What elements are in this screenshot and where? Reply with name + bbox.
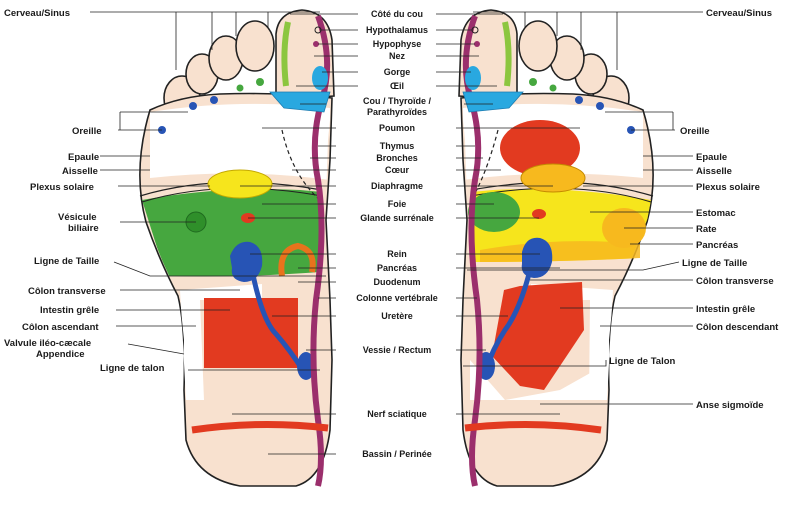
right-foot	[458, 9, 654, 487]
left-ear-dot	[189, 102, 197, 110]
label-thymus: Thymus	[380, 141, 415, 151]
label-diaphragme: Diaphragme	[371, 181, 423, 191]
left-duodenum	[278, 242, 316, 277]
label-hypothalamus: Hypothalamus	[366, 25, 428, 35]
label-plexus-right: Plexus solaire	[696, 182, 760, 193]
left-hypophyse	[313, 41, 319, 47]
left-eye-dot	[210, 96, 218, 104]
left-solar-plexus	[207, 169, 273, 199]
label-colon-transverse-left: Côlon transverse	[28, 286, 106, 297]
label-nerf-sciatique: Nerf sciatique	[367, 409, 427, 419]
left-sciatic-nerve	[191, 420, 329, 434]
label-biliaire: biliaire	[68, 223, 99, 234]
left-thyroid	[269, 91, 331, 113]
leader-lines	[90, 11, 703, 455]
left-zones	[142, 103, 330, 400]
label-ligne-taille-left: Ligne de Taille	[34, 256, 99, 267]
left-kidney	[230, 241, 263, 282]
right-toe-2	[518, 20, 558, 72]
label-pancreas-right: Pancréas	[696, 240, 738, 251]
label-aisselle-right: Aisselle	[696, 166, 732, 177]
label-cote-du-cou: Côté du cou	[371, 9, 423, 19]
right-hypophyse	[474, 41, 480, 47]
label-ligne-talon-right: Ligne de Talon	[609, 356, 676, 367]
label-colonne: Colonne vertébrale	[356, 293, 438, 303]
label-hypophyse: Hypophyse	[373, 39, 422, 49]
label-anse-sigmoide: Anse sigmoïde	[696, 400, 764, 411]
right-colon-white	[531, 284, 613, 400]
right-lung-red	[500, 120, 580, 176]
label-uretere: Uretère	[381, 311, 413, 321]
right-liver	[468, 192, 520, 232]
left-ureter	[249, 269, 307, 374]
right-sciatic-nerve	[464, 420, 602, 434]
label-vessie: Vessie / Rectum	[363, 345, 432, 355]
label-cou-thyroide-2: Parathyroïdes	[367, 107, 427, 117]
left-sinus-dot-1	[256, 78, 264, 86]
left-neck-side	[281, 21, 291, 87]
left-foot	[139, 9, 335, 487]
label-epaule-right: Epaule	[696, 152, 727, 163]
right-pancreas	[480, 241, 640, 262]
label-cou-thyroide-1: Cou / Thyroïde /	[363, 96, 432, 106]
label-bassin: Bassin / Perinée	[362, 449, 432, 459]
label-intestin-right: Intestin grêle	[696, 304, 755, 315]
label-gorge: Gorge	[384, 67, 411, 77]
right-sinus-dot-1	[529, 78, 537, 86]
labels-right: Cerveau/Sinus Oreille Epaule Aisselle Pl…	[609, 8, 779, 411]
label-pancreas-center: Pancréas	[377, 263, 417, 273]
label-valvule: Valvule iléo-cæcale	[4, 338, 91, 349]
label-vesicule: Vésicule	[58, 212, 97, 223]
label-rein: Rein	[387, 249, 407, 259]
left-heart-dashed	[281, 129, 323, 203]
right-sinus-dot-2	[549, 84, 557, 92]
label-ligne-taille-right: Ligne de Taille	[682, 258, 747, 269]
label-poumon: Poumon	[379, 123, 415, 133]
label-colon-ascendant: Côlon ascendant	[22, 322, 99, 333]
label-nez: Nez	[389, 51, 406, 61]
left-small-intestine-zone	[204, 298, 298, 368]
label-oreille-left: Oreille	[72, 126, 102, 137]
right-sigmoid-white	[470, 360, 592, 400]
labels-center: Côté du cou Hypothalamus Hypophyse Nez G…	[356, 9, 438, 459]
label-estomac: Estomac	[696, 208, 736, 219]
label-colon-descendant: Côlon descendant	[696, 322, 779, 333]
label-bronches: Bronches	[376, 153, 418, 163]
left-liver-zone	[142, 189, 322, 277]
left-toe-2	[235, 20, 275, 72]
label-oeil: Œil	[390, 81, 404, 91]
label-intestin-left: Intestin grêle	[40, 305, 99, 316]
label-coeur: Cœur	[385, 165, 409, 175]
label-appendice: Appendice	[36, 349, 85, 360]
right-adrenal	[532, 209, 546, 219]
label-epaule-left: Epaule	[68, 152, 99, 163]
label-glande-surrenale: Glande surrénale	[360, 213, 434, 223]
right-neck-side	[502, 21, 512, 87]
left-colon-white	[180, 284, 262, 400]
label-oreille-right: Oreille	[680, 126, 710, 137]
right-ear-dot	[596, 102, 604, 110]
label-plexus-left: Plexus solaire	[30, 182, 94, 193]
label-cerveau-sinus-right: Cerveau/Sinus	[706, 8, 772, 19]
right-thyroid	[462, 91, 524, 113]
label-ligne-talon-left: Ligne de talon	[100, 363, 165, 374]
label-cerveau-sinus-left: Cerveau/Sinus	[4, 8, 70, 19]
left-sinus-dot-2	[236, 84, 244, 92]
label-duodenum: Duodenum	[374, 277, 421, 287]
label-colon-transverse-right: Côlon transverse	[696, 276, 774, 287]
labels-left: Cerveau/Sinus Oreille Epaule Aisselle Pl…	[4, 8, 165, 374]
label-rate: Rate	[696, 224, 717, 235]
right-solar-plexus	[520, 163, 586, 193]
label-aisselle-left: Aisselle	[62, 166, 98, 177]
label-foie: Foie	[388, 199, 407, 209]
right-eye-dot	[575, 96, 583, 104]
left-lung-zone	[150, 103, 330, 180]
